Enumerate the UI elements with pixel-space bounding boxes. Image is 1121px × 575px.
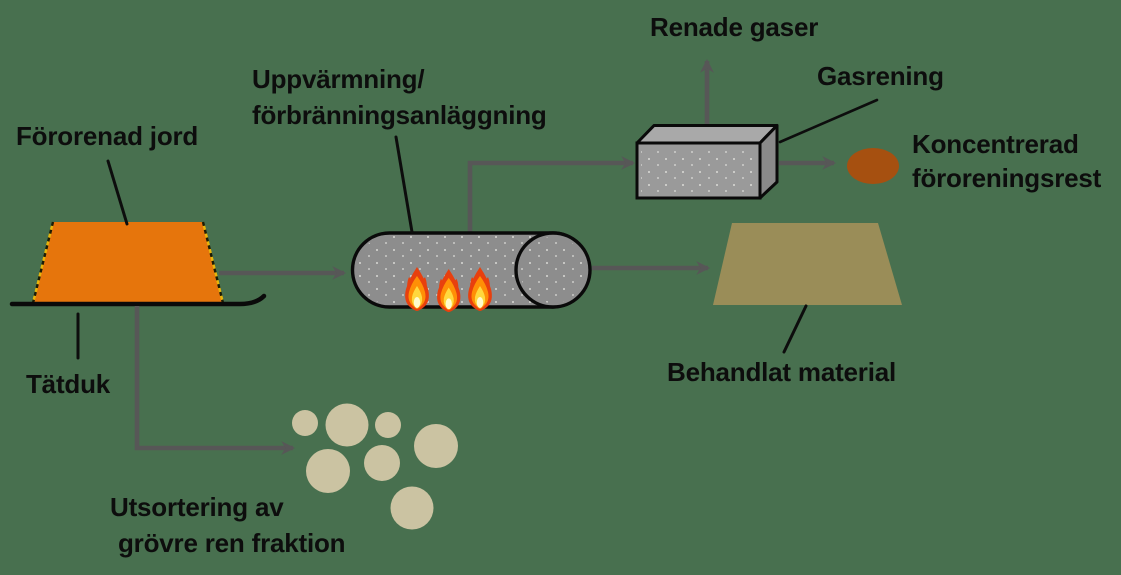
treated-material-label: Behandlat material (667, 357, 897, 387)
ground-liner-line (9, 293, 267, 307)
soil-right-edge-dash-yellow (201, 221, 225, 304)
kiln-end-speckles (520, 237, 586, 303)
concentrated-residue-label-line2: föroreningsrest (912, 163, 1102, 193)
contaminated-soil-label: Förorenad jord (16, 121, 199, 151)
contaminated-soil-pile (33, 222, 223, 303)
clean-fraction-circles (292, 403, 458, 530)
cleaned-gases-label: Renade gaser (650, 12, 819, 42)
gas-box-top-face (635, 124, 779, 145)
fraction-circle (364, 445, 400, 481)
label-line-contaminated-soil (106, 159, 129, 226)
fraction-circle (390, 486, 434, 530)
label-line-heating (394, 135, 414, 234)
gas-cleaning-unit (635, 124, 779, 200)
fraction-circle (306, 449, 350, 493)
sorting-label-line2: grövre ren fraktion (118, 528, 346, 558)
rotary-kiln (350, 231, 592, 313)
gas-cleaning-label: Gasrening (817, 61, 944, 91)
soil-left-edge-dash-yellow (31, 221, 55, 304)
sorting-arrow (134, 306, 296, 455)
concentrated-residue-label: Koncentrerad föroreningsrest (912, 127, 1101, 195)
label-line-treated-material (782, 304, 808, 354)
label-line-gas-cleaning (778, 98, 879, 144)
fraction-circle (414, 424, 458, 468)
gas-box-speckles (641, 150, 756, 195)
sorting-label: Utsortering av grövre ren fraktion (110, 489, 346, 561)
fraction-circle (292, 410, 318, 436)
sealing-liner-label: Tätduk (26, 369, 111, 399)
soil-right-edge-dash (201, 221, 225, 304)
treated-material-pile (713, 223, 902, 305)
fraction-circle (375, 412, 401, 438)
sorting-label-line1: Utsortering av (110, 492, 284, 522)
residue-ellipse (847, 148, 899, 184)
soil-left-edge-dash (31, 221, 55, 304)
heating-unit-label-line2: förbränningsanläggning (252, 100, 547, 130)
concentrated-residue-label-line1: Koncentrerad (912, 129, 1079, 159)
fraction-circle (325, 403, 369, 447)
heating-unit-label-line1: Uppvärmning/ (252, 64, 425, 94)
heating-unit-label: Uppvärmning/ förbränningsanläggning (252, 61, 547, 133)
kiln-to-gas-cleaning-pipe (467, 156, 636, 236)
